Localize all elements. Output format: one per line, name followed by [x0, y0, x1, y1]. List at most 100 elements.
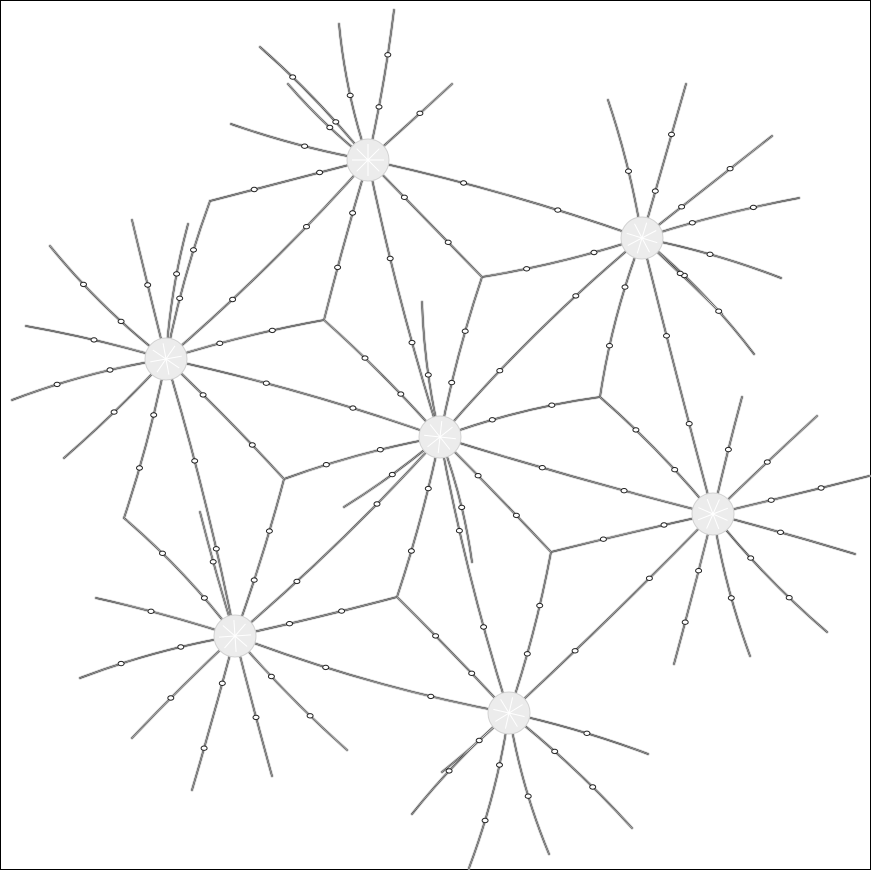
filament-bead — [417, 111, 423, 115]
filament-bead — [210, 560, 216, 564]
filament-bead — [304, 225, 310, 229]
filament-link-29-halo — [235, 479, 284, 636]
filament-bead — [251, 187, 257, 191]
filament-ray-6-1-halo — [469, 713, 509, 868]
filament-bead — [350, 211, 356, 215]
filament-ray-5-0-halo — [96, 598, 235, 636]
filament-bead — [408, 549, 414, 553]
filament-bead — [425, 486, 431, 490]
filament-bead — [461, 181, 467, 185]
filament-bead — [213, 547, 219, 551]
filament-bead — [177, 296, 183, 300]
filament-link-24-halo — [235, 437, 440, 636]
filament-bead — [287, 622, 293, 626]
filament-ray-6-2-highlight — [509, 713, 549, 854]
filament-bead — [786, 596, 792, 600]
filament-bead — [294, 579, 300, 583]
filament-bead — [728, 596, 734, 600]
filament-bead — [350, 406, 356, 410]
filament-bead — [778, 530, 784, 534]
filament-bead — [633, 428, 639, 432]
filament-ray-6-1 — [469, 713, 509, 868]
filament-bead — [217, 341, 223, 345]
filament-bead — [385, 53, 391, 57]
filament-bead — [497, 369, 503, 373]
filament-bead — [626, 169, 632, 173]
filament-bead — [539, 466, 545, 470]
filament-bead — [672, 468, 678, 472]
filament-bead — [652, 189, 658, 193]
filament-bead — [323, 463, 329, 467]
filament-ray-1-1-highlight — [642, 84, 686, 238]
filament-bead — [707, 252, 713, 256]
filament-bead — [481, 625, 487, 629]
aster-node — [347, 139, 389, 181]
filament-bead — [251, 578, 257, 582]
filament-bead — [230, 297, 236, 301]
filament-bead — [476, 738, 482, 742]
filament-bead — [489, 418, 495, 422]
filament-bead — [584, 731, 590, 735]
filament-bead — [362, 356, 368, 360]
filament-link-1 — [166, 160, 368, 359]
filament-link-1-halo — [166, 160, 368, 359]
filament-bead — [192, 459, 198, 463]
filament-bead — [54, 382, 60, 386]
filament-ray-6-4-halo — [509, 713, 648, 754]
filament-ray-5-6-halo — [235, 636, 347, 750]
filament-bead — [646, 576, 652, 580]
filament-link-6-halo — [368, 160, 642, 238]
filament-bead — [327, 125, 333, 129]
filament-bead — [686, 422, 692, 426]
filament-link-6 — [368, 160, 642, 238]
filament-bead — [145, 283, 151, 287]
filament-bead — [200, 393, 206, 397]
filament-ray-2-3-halo — [12, 359, 166, 400]
filament-bead — [302, 144, 308, 148]
filament-bead — [266, 529, 272, 533]
filament-link-1-highlight — [166, 160, 368, 359]
filament-ray-1-2-highlight — [642, 136, 772, 238]
filament-bead — [607, 344, 613, 348]
filament-bead — [459, 505, 465, 509]
filament-bead — [428, 694, 434, 698]
filament-bead — [549, 403, 555, 407]
filament-bead — [768, 498, 774, 502]
filament-bead — [446, 769, 452, 773]
aster-node — [419, 416, 461, 458]
filament-ray-6-1-highlight — [469, 713, 509, 868]
filament-bead — [425, 373, 431, 377]
aster-node — [214, 615, 256, 657]
filament-bead — [268, 674, 274, 678]
filament-link-24-highlight — [235, 437, 440, 636]
filament-bead — [552, 749, 558, 753]
filament-bead — [389, 472, 395, 476]
filament-bead — [764, 460, 770, 464]
filament-bead — [401, 195, 407, 199]
filament-bead — [682, 620, 688, 624]
filament-bead — [716, 309, 722, 313]
aster-node-layer — [145, 139, 734, 734]
filament-bead — [290, 75, 296, 79]
filament-bead — [679, 205, 685, 209]
filament-bead — [107, 368, 113, 372]
filament-bead — [174, 272, 180, 276]
filament-bead — [669, 132, 675, 136]
filament-bead — [677, 271, 683, 275]
filament-bead — [178, 645, 184, 649]
filament-link-19-highlight — [440, 397, 600, 437]
filament-link-34-halo — [509, 552, 551, 713]
filament-link-6-highlight — [368, 160, 642, 238]
filament-bead — [201, 596, 207, 600]
filament-link-5-highlight — [368, 160, 482, 277]
filament-bead — [449, 380, 455, 384]
filament-bead — [347, 93, 353, 97]
filament-link-9 — [600, 238, 642, 397]
filament-bead — [151, 413, 157, 417]
filament-bead — [750, 205, 756, 209]
filament-link-19-halo — [440, 397, 600, 437]
filament-link-32-highlight — [235, 636, 509, 713]
filament-bead — [376, 105, 382, 109]
filament-bead — [377, 448, 383, 452]
filament-bead — [219, 681, 225, 685]
